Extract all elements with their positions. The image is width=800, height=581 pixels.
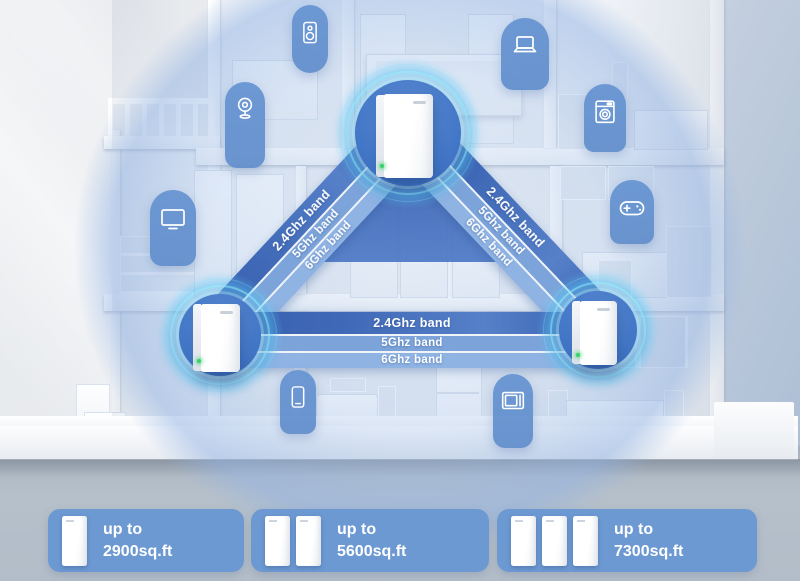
node-outer-ring (543, 275, 653, 385)
node-outer-ring (163, 278, 277, 392)
node-outer-ring (339, 64, 477, 202)
balcony-railing (108, 98, 214, 138)
router-led (380, 163, 384, 168)
coverage-badge-3-pack: up to 7300sq.ft (497, 509, 757, 572)
node-ring (170, 285, 270, 385)
router-led (576, 352, 580, 357)
router-unit-image (296, 515, 321, 566)
camera-icon (237, 97, 253, 119)
node-circle (559, 291, 637, 369)
band-label-2-4ghz: 2.4Ghz band (232, 312, 592, 334)
node-ring (346, 71, 470, 195)
washing-machine-icon (595, 100, 615, 124)
router-unit-image (265, 515, 290, 566)
coverage-text: up to 7300sq.ft (614, 519, 683, 562)
router-unit-image (573, 515, 598, 566)
coverage-text: up to 5600sq.ft (337, 519, 406, 562)
router-device (572, 300, 617, 365)
coverage-prefix: up to (103, 520, 143, 538)
microwave-icon (501, 391, 525, 410)
router-device (376, 94, 433, 178)
right-wall (710, 0, 724, 446)
chair (330, 378, 366, 392)
coverage-area: 2900sq.ft (103, 542, 173, 560)
node-circle (179, 294, 261, 376)
device-pill-smartphone (280, 370, 316, 434)
router-unit-image (542, 515, 567, 566)
device-pill-camera (225, 82, 265, 168)
speaker-icon (303, 21, 317, 44)
coverage-area: 5600sq.ft (337, 542, 407, 560)
platform-step (714, 402, 794, 460)
annex-left-wall (112, 130, 120, 422)
router-node-top (333, 58, 483, 208)
device-pill-microwave (493, 374, 533, 448)
router-unit-images (511, 515, 598, 566)
side-table (634, 110, 708, 150)
device-pill-laptop (501, 18, 549, 90)
node-circle (355, 80, 461, 186)
smartphone-icon (291, 386, 305, 408)
router-unit-images (62, 515, 87, 566)
tv-icon (161, 209, 185, 230)
closet (666, 226, 712, 298)
device-pill-tv (150, 190, 196, 266)
platform-front (0, 426, 798, 460)
platform-shadow (0, 459, 800, 477)
router-unit-image (511, 515, 536, 566)
coverage-badge-1-pack: up to 2900sq.ft (48, 509, 244, 572)
gamepad-icon (619, 201, 645, 216)
band-horizontal: 2.4Ghz band 5Ghz band 6Ghz band (232, 312, 592, 368)
laptop-icon (513, 36, 537, 53)
router-led (197, 359, 201, 364)
device-pill-washing-machine (584, 84, 626, 152)
coverage-prefix: up to (614, 520, 654, 538)
coverage-area: 7300sq.ft (614, 542, 684, 560)
coverage-prefix: up to (337, 520, 377, 538)
band-label-5ghz: 5Ghz band (232, 336, 592, 351)
node-ring (550, 282, 646, 378)
fridge-door-line (437, 392, 479, 394)
router-unit-image (62, 515, 87, 566)
device-pill-speaker (292, 5, 328, 73)
router-node-right (537, 269, 659, 391)
coverage-text: up to 2900sq.ft (103, 519, 172, 562)
router-device (193, 303, 240, 372)
band-label-6ghz: 6Ghz band (232, 353, 592, 368)
window (560, 166, 606, 200)
device-pill-gamepad (610, 180, 654, 244)
router-node-left (157, 272, 283, 398)
router-unit-images (265, 515, 321, 566)
coverage-badge-2-pack: up to 5600sq.ft (251, 509, 489, 572)
